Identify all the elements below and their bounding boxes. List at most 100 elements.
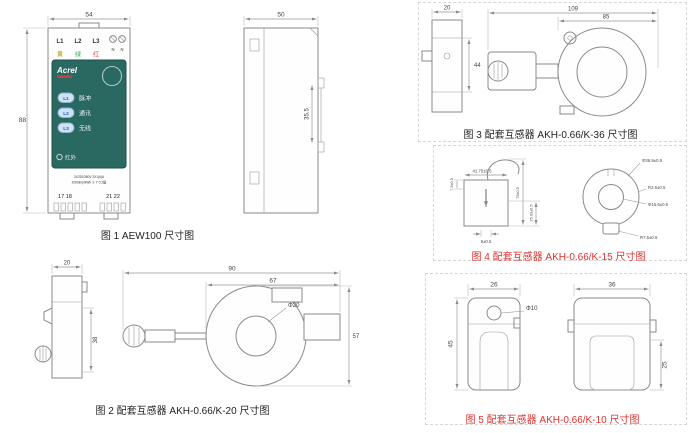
round-button: [101, 65, 123, 87]
terminal-numbers-right: 21 22: [106, 194, 120, 200]
terminal-tooth: [74, 202, 80, 212]
bottom-mount-tab: [103, 212, 119, 220]
brand-accent: [57, 75, 72, 78]
leader-line: [637, 188, 647, 193]
infrared-label: 红外: [65, 154, 77, 162]
fig2-side-view: 20 38: [34, 261, 99, 379]
terminal-tooth: [120, 202, 126, 212]
label-hole-dia: Φ15.6±0.5: [648, 202, 669, 207]
bottom-mount-tab: [59, 212, 75, 220]
dim-44: 44: [474, 63, 481, 69]
fig3-caption: 图 3 配套互感器 AKH-0.66/K-36 尺寸图: [463, 130, 638, 141]
fig1-front-view: 54 88 L1 L2 L3 N N 黄 绿 红: [19, 12, 131, 220]
spec-line-2: 2000imp/kWh ① Y 0.2级: [72, 180, 107, 185]
dim-total-height: 75±0.5: [516, 187, 520, 199]
terminal-top-area: L1 L2 L3 N N 黄 绿 红: [56, 35, 126, 59]
fig5-right-view: 36 25: [567, 282, 669, 391]
terminal-tooth: [113, 202, 119, 212]
fig5-caption: 图 5 配套互感器 AKH-0.66/K-10 尺寸图: [465, 415, 640, 426]
screw-slot: [119, 36, 125, 42]
device-side-outline: [243, 27, 325, 214]
dim-57: 57: [353, 334, 360, 340]
led-l2-label: 通讯: [79, 110, 91, 118]
ring-outer: [582, 168, 640, 226]
fig2-caption: 图 2 配套互感器 AKH-0.66/K-20 尺寸图: [95, 406, 270, 417]
terminal-tooth: [67, 202, 73, 212]
dim-88: 88: [19, 117, 27, 124]
leader-line: [617, 230, 639, 237]
screw-hole: [443, 52, 451, 60]
ct-side-body: [51, 275, 83, 379]
wire-color-yellow-label: 黄: [57, 51, 63, 59]
dim-35-5: 35.5: [305, 108, 311, 120]
ct-outer-ring: [557, 27, 647, 117]
screw-slot: [110, 36, 116, 42]
fig1-caption: 图 1 AEW100 尺寸图: [100, 231, 195, 242]
dim-36: 36: [608, 282, 616, 289]
leader-line: [267, 307, 287, 323]
screw-shaft: [144, 329, 176, 343]
din-clip-hook: [317, 141, 325, 153]
latch-tab: [649, 319, 657, 333]
infrared-icon: [56, 153, 63, 161]
fig3-front-view: 109 85: [487, 7, 659, 117]
led-l3: [57, 122, 75, 133]
device-panel: Acrel L1 脉冲 L2 通讯 L3 无线 红外: [51, 59, 127, 169]
label-tab-r: R7.5±0.5: [640, 235, 658, 240]
ring-tab: [602, 222, 620, 235]
ct-inner-hole: [235, 315, 277, 357]
leader-line: [622, 198, 647, 205]
ct-body: [467, 297, 521, 391]
cable: [486, 159, 520, 181]
fig1-side-depth-dimension: 35.5: [305, 85, 314, 143]
latch-notch: [513, 317, 521, 329]
bottom-tab: [559, 105, 575, 115]
label-outer-dia: Φ36.9±0.5: [642, 158, 663, 163]
fig4-drawing: 41.75±0.5 7.5±0.5 75±0.5 25.03±0.5 9±0.5: [450, 158, 669, 244]
terminal-screw-icon: [118, 35, 126, 43]
led-l2-text: L2: [63, 111, 69, 117]
screw-shaft: [535, 63, 559, 79]
led-l1-label: 脉冲: [79, 95, 91, 103]
fig1-side-width-dimension: 50: [243, 12, 319, 26]
top-mount-tab: [78, 22, 100, 29]
terminal-bottom-area: 17 18 21 22: [53, 194, 126, 212]
side-bolt: [421, 50, 433, 62]
dim-left-height: 7.5±0.5: [450, 178, 454, 191]
neutral-label: N: [111, 47, 114, 52]
dim-25: 25: [662, 361, 669, 369]
threaded-rod: [174, 332, 207, 340]
terminal-profile: [249, 38, 260, 52]
dim-top-width: 41.75±0.5: [472, 169, 492, 174]
phase-l1-label: L1: [56, 39, 64, 45]
ring-hole: [598, 184, 624, 210]
led-l1: [57, 92, 75, 103]
label-corner-r: R2.6±0.5: [648, 185, 666, 190]
fig1-side-view: 50 35.5: [243, 12, 325, 214]
neutral-label: N: [120, 47, 123, 52]
fig1-front-width-dimension: 54: [47, 12, 131, 26]
dim-26: 26: [490, 282, 498, 289]
din-clip-hook: [317, 77, 325, 89]
top-clamp: [271, 287, 303, 303]
leader-line: [500, 310, 525, 314]
led-l1-text: L1: [63, 96, 69, 102]
dim-54: 54: [85, 12, 93, 19]
fig4-ring-view: Φ36.9±0.5 R2.6±0.5 Φ15.6±0.5 R7.5±0.5: [582, 158, 669, 240]
led-l3-text: L3: [63, 126, 69, 132]
ct-inner-hole: [576, 46, 628, 98]
latch-bump: [81, 281, 88, 293]
chamfer-line: [309, 27, 319, 37]
side-clamp: [303, 313, 341, 341]
terminal-numbers-left: 17 18: [58, 194, 72, 200]
fig3-side-view: 20 44: [421, 6, 481, 113]
fig3-drawing: 20 44 109 85: [421, 6, 659, 117]
ear-hole: [567, 35, 573, 41]
dim-body-height: 25.03±0.5: [530, 205, 534, 222]
terminal-screw-icon: [109, 35, 117, 43]
led-l2: [57, 107, 75, 118]
terminal-tooth: [99, 202, 105, 212]
terminal-tooth: [60, 202, 66, 212]
dim-85: 85: [603, 15, 610, 21]
